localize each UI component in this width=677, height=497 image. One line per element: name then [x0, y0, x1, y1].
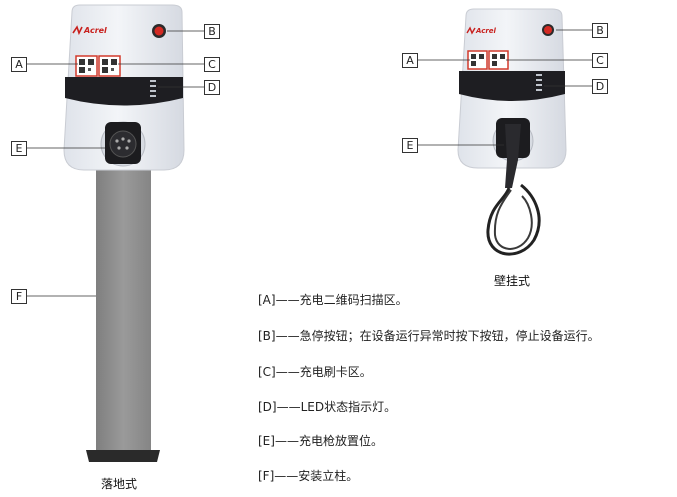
callout-b: B [592, 23, 608, 38]
callout-e: E [11, 141, 27, 156]
socket-face [109, 130, 137, 158]
callout-e: E [402, 138, 418, 153]
card-swipe-area [488, 50, 509, 70]
floor-callout-lines [27, 30, 204, 297]
led-panel [65, 77, 183, 106]
stop-button-cap [154, 26, 164, 36]
callout-d: D [592, 79, 608, 94]
legend-item-e: [E]——充电枪放置位。 [258, 434, 383, 448]
column-base [86, 450, 160, 462]
wall-unit: Acrel [457, 8, 567, 256]
floor-unit: Acrel [63, 4, 185, 462]
callout-d: D [204, 80, 220, 95]
floor-unit-caption: 落地式 [101, 477, 138, 491]
charging-gun[interactable] [505, 124, 521, 188]
callout-c: C [204, 57, 220, 72]
callout-a: A [402, 53, 418, 68]
callout-b: B [204, 24, 220, 39]
led-indicators [150, 80, 156, 97]
callout-a: A [11, 57, 27, 72]
legend-item-b: [B]——急停按钮；在设备运行异常时按下按钮，停止设备运行。 [258, 329, 600, 343]
mounting-column [96, 166, 151, 452]
callout-f: F [11, 289, 27, 304]
brand-logo: Acrel [466, 26, 497, 35]
qr-scan-area [467, 50, 488, 70]
svg-text:Acrel: Acrel [475, 27, 497, 35]
svg-text:Acrel: Acrel [83, 26, 107, 35]
legend-item-f: [F]——安装立柱。 [258, 469, 359, 483]
stop-button-cap [544, 26, 552, 34]
wall-unit-caption: 壁挂式 [494, 274, 531, 288]
brand-logo: Acrel [72, 25, 107, 36]
legend-item-d: [D]——LED状态指示灯。 [258, 400, 397, 414]
charging-cable [486, 183, 541, 256]
led-indicators [536, 74, 542, 91]
callout-c: C [592, 53, 608, 68]
legend-item-c: [C]——充电刷卡区。 [258, 365, 372, 379]
wall-callout-lines [418, 29, 592, 146]
led-panel [459, 71, 565, 101]
legend-item-a: [A]——充电二维码扫描区。 [258, 293, 408, 307]
